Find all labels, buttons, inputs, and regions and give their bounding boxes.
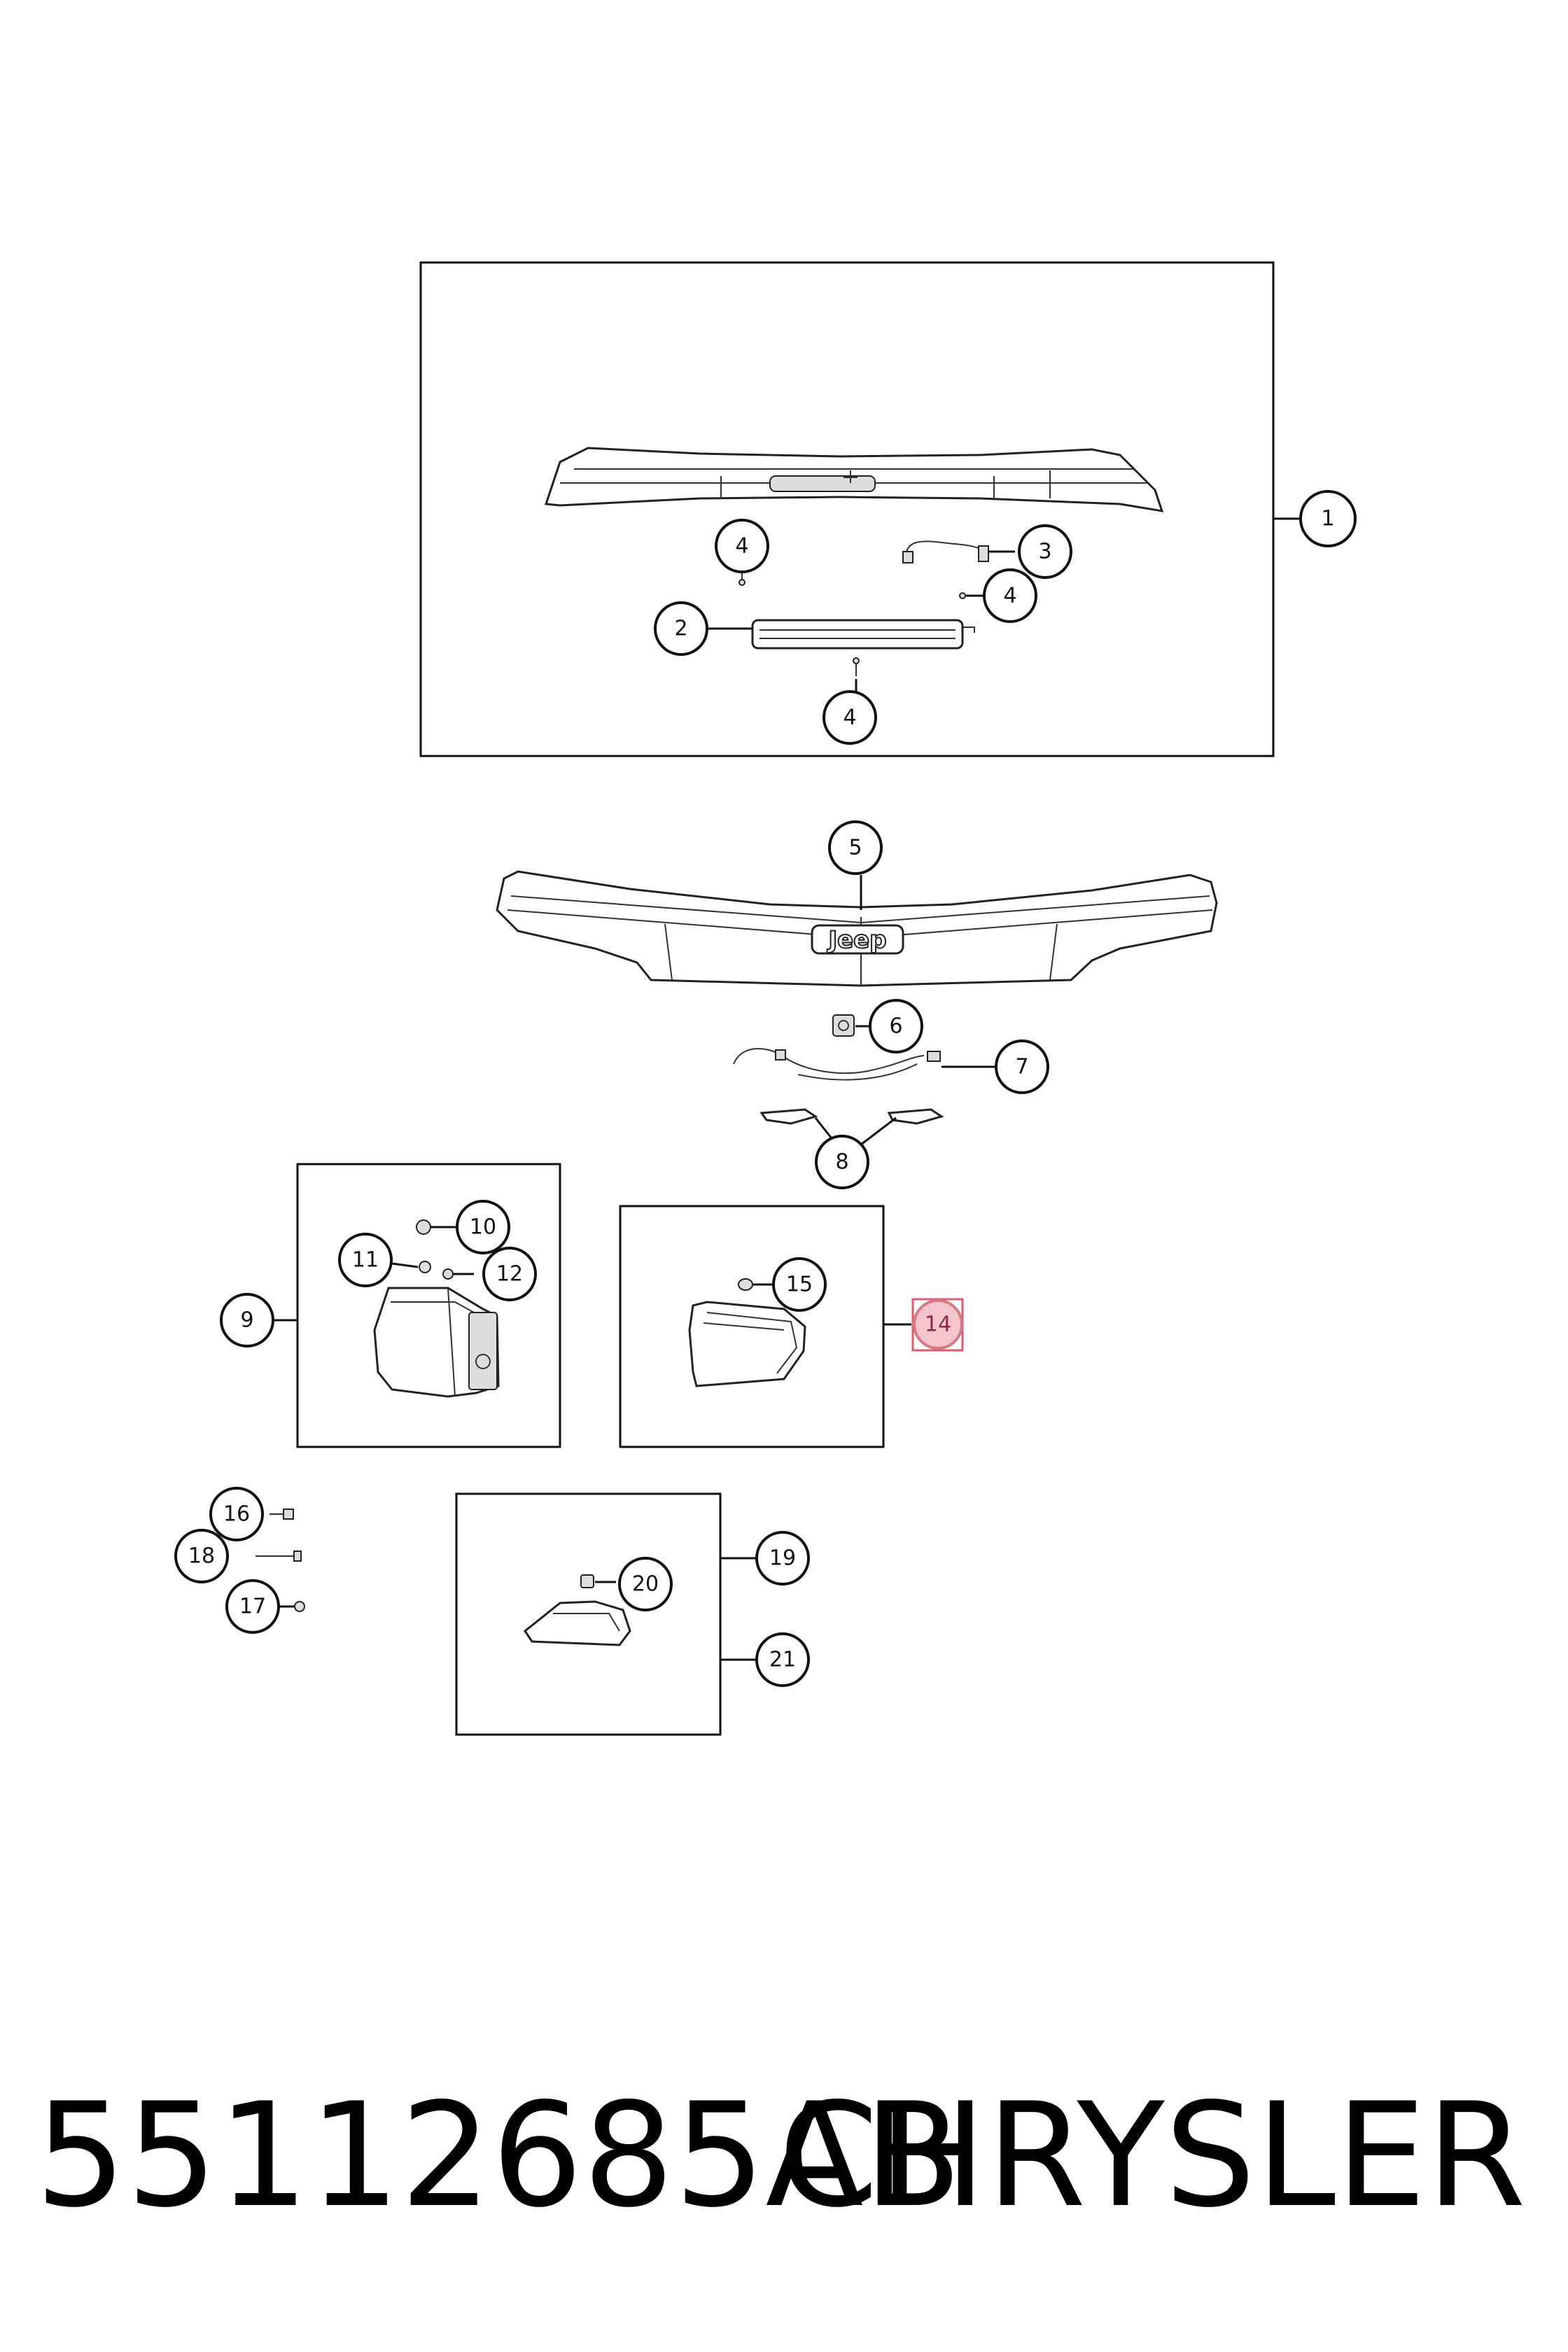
svg-text:14: 14 xyxy=(925,1312,951,1337)
callout-9[interactable]: 9 xyxy=(220,1293,274,1348)
svg-text:5: 5 xyxy=(848,836,862,860)
bulb-20-icon xyxy=(580,1574,594,1588)
svg-text:15: 15 xyxy=(786,1273,813,1297)
license-lamp-right-icon[interactable] xyxy=(887,1108,944,1125)
svg-text:9: 9 xyxy=(240,1308,253,1333)
callout-4c[interactable]: 4 xyxy=(822,690,877,745)
clip-icon[interactable] xyxy=(832,1014,855,1037)
callout-7[interactable]: 7 xyxy=(995,1040,1049,1094)
callout-11[interactable]: 11 xyxy=(338,1233,393,1287)
svg-text:18: 18 xyxy=(188,1544,215,1569)
callout-8[interactable]: 8 xyxy=(815,1135,869,1189)
svg-text:7: 7 xyxy=(1015,1055,1028,1079)
callout-6[interactable]: 6 xyxy=(869,999,923,1054)
callout-3[interactable]: 3 xyxy=(1018,524,1072,579)
callout-1[interactable]: 1 xyxy=(1299,490,1357,547)
callout-4a[interactable]: 4 xyxy=(715,519,769,573)
callout-20[interactable]: 20 xyxy=(618,1557,673,1611)
svg-text:3: 3 xyxy=(1038,540,1051,564)
screw-icon xyxy=(738,567,966,676)
svg-text:12: 12 xyxy=(496,1262,523,1287)
svg-text:2: 2 xyxy=(674,617,687,641)
svg-text:4: 4 xyxy=(735,534,748,559)
part-number: 55112685AB xyxy=(35,2073,962,2239)
svg-text:21: 21 xyxy=(769,1648,796,1672)
callout-4b[interactable]: 4 xyxy=(983,568,1037,623)
svg-text:6: 6 xyxy=(889,1014,902,1039)
wire-harness-icon[interactable] xyxy=(902,540,989,564)
svg-text:20: 20 xyxy=(632,1572,659,1597)
callout-21[interactable]: 21 xyxy=(755,1632,810,1687)
callout-19[interactable]: 19 xyxy=(755,1531,810,1586)
footer: 55112685AB CHRYSLER xyxy=(0,2072,1568,2240)
svg-text:4: 4 xyxy=(843,706,856,730)
svg-text:11: 11 xyxy=(352,1248,379,1273)
tail-lamp-icon[interactable] xyxy=(373,1287,500,1398)
callout-17[interactable]: 17 xyxy=(225,1579,280,1634)
emblem-text: Jeep xyxy=(827,926,886,954)
svg-text:19: 19 xyxy=(769,1546,796,1571)
bulb-icon xyxy=(416,1219,454,1280)
callout-5[interactable]: 5 xyxy=(828,820,883,875)
lamp-group-frame xyxy=(619,1205,885,1448)
harness-icon[interactable] xyxy=(733,1048,941,1081)
high-mount-stop-lamp-icon[interactable] xyxy=(751,619,975,650)
socket-icon xyxy=(255,1508,305,1612)
callout-18[interactable]: 18 xyxy=(174,1529,229,1583)
fog-lamp-group-frame xyxy=(455,1492,722,1736)
callout-2[interactable]: 2 xyxy=(654,601,708,656)
callout-15[interactable]: 15 xyxy=(772,1257,827,1312)
bulb-15-icon xyxy=(738,1278,753,1291)
callout-10[interactable]: 10 xyxy=(456,1200,510,1254)
callout-12[interactable]: 12 xyxy=(482,1247,537,1301)
callout-16[interactable]: 16 xyxy=(209,1487,264,1541)
spoiler-group-frame xyxy=(419,261,1275,757)
svg-text:10: 10 xyxy=(470,1215,496,1240)
svg-text:17: 17 xyxy=(239,1595,266,1619)
callout-14-highlighted[interactable]: 14 xyxy=(911,1298,964,1352)
jeep-emblem-icon[interactable]: Jeep xyxy=(811,924,904,955)
svg-text:4: 4 xyxy=(1003,584,1016,608)
svg-text:8: 8 xyxy=(835,1150,848,1175)
svg-text:1: 1 xyxy=(1321,507,1334,531)
brand-name: CHRYSLER xyxy=(778,2073,1526,2239)
license-lamp-left-icon[interactable] xyxy=(760,1108,818,1125)
fog-lamp-icon[interactable] xyxy=(523,1600,631,1646)
spoiler-icon[interactable] xyxy=(544,447,1164,512)
rear-lamp-icon[interactable] xyxy=(688,1301,806,1387)
tail-lamp-group-frame xyxy=(296,1163,561,1448)
svg-text:16: 16 xyxy=(223,1502,250,1527)
